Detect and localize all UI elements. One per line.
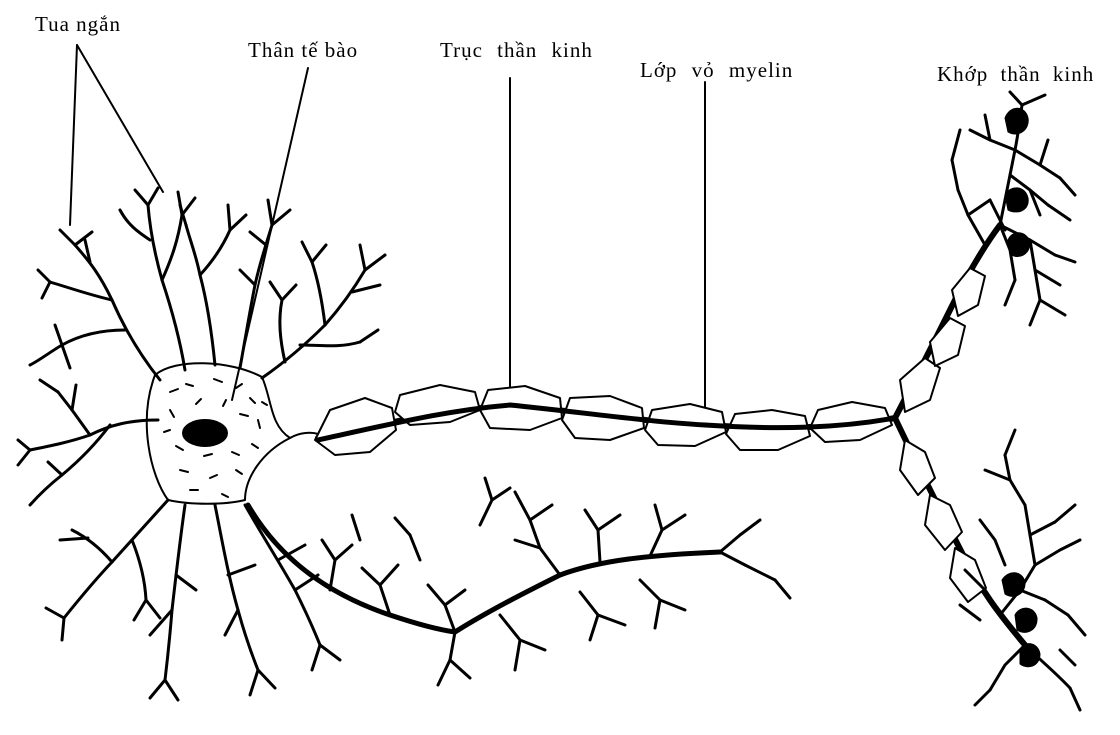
dendrites: [16, 186, 387, 702]
synaptic-terminals-lower: [1001, 572, 1041, 668]
label-dendrites: Tua ngắn: [35, 12, 121, 36]
label-axon: Trục thần kinh: [440, 38, 593, 62]
axon-terminal-branches: [892, 222, 1028, 648]
label-synapse: Khớp thần kinh: [937, 62, 1095, 86]
axon-core-over-myelin: [315, 402, 898, 443]
axon-collateral: [245, 476, 792, 687]
label-myelin: Lớp vỏ myelin: [640, 58, 794, 82]
leader-lines: [69, 44, 706, 409]
nucleus: [182, 419, 228, 447]
label-cell-body: Thân tế bào: [248, 38, 359, 62]
synapse-network-upper: [950, 90, 1077, 327]
cell-body: [145, 362, 319, 505]
nissl-bodies: [163, 378, 268, 498]
leader-dendrites-b: [76, 44, 164, 193]
leader-dendrites-a: [69, 44, 78, 226]
synaptic-terminals-upper: [1004, 107, 1031, 257]
